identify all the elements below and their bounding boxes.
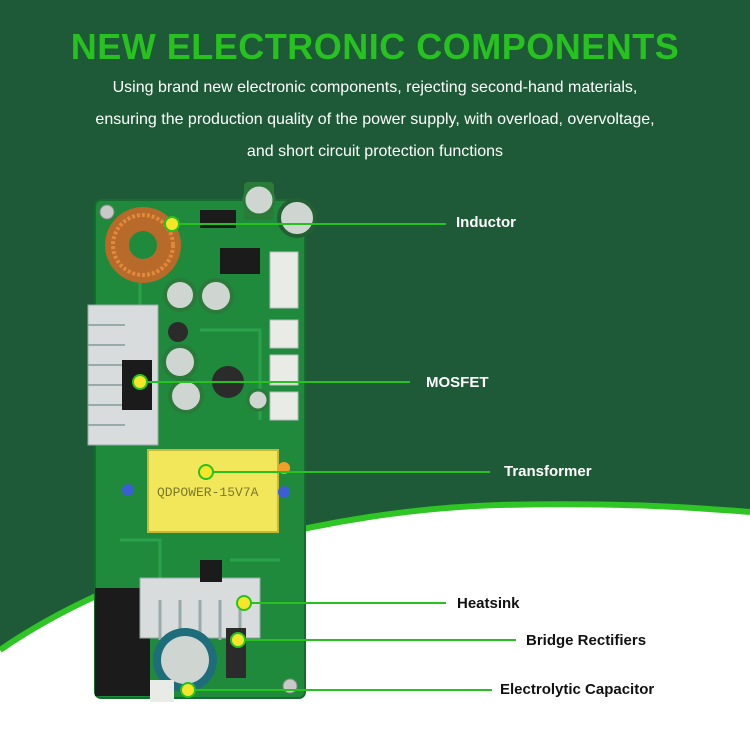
headline: NEW ELECTRONIC COMPONENTS bbox=[70, 26, 680, 67]
pcb-board: QDPOWER-15V7A bbox=[87, 182, 317, 702]
description-line-3: and short circuit protection functions bbox=[246, 143, 504, 160]
description-line-1: Using brand new electronic components, r… bbox=[112, 79, 638, 96]
transformer-marking: QDPOWER-15V7A bbox=[157, 485, 259, 500]
description-line-2: ensuring the production quality of the p… bbox=[95, 111, 655, 128]
callout-lines bbox=[132, 216, 516, 698]
callout-mosfet: MOSFET bbox=[426, 374, 489, 391]
callout-bridge-rectifiers: Bridge Rectifiers bbox=[526, 632, 647, 649]
callout-inductor: Inductor bbox=[456, 214, 516, 231]
callout-heatsink: Heatsink bbox=[457, 595, 520, 612]
callout-electrolytic-capacitor: Electrolytic Capacitor bbox=[500, 681, 655, 698]
callout-transformer: Transformer bbox=[504, 463, 592, 480]
